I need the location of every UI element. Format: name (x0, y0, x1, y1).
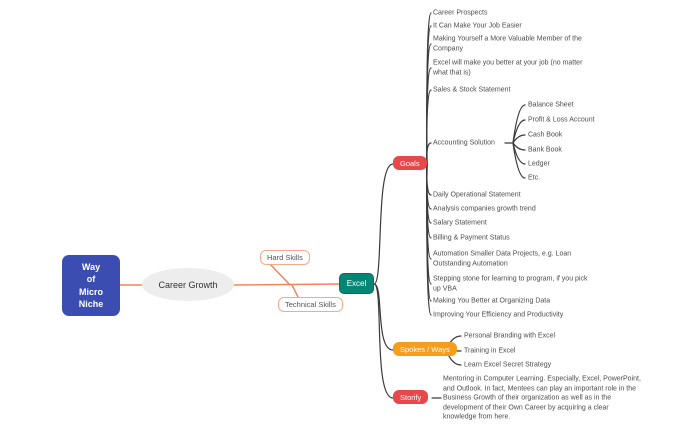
goal-topic[interactable]: Excel will make you better at your job (… (433, 59, 583, 77)
node-goals[interactable]: Goals (393, 156, 427, 170)
accounting-topic[interactable]: Etc. (528, 174, 541, 182)
goal-topic[interactable]: Making You Better at Organizing Data (433, 297, 551, 305)
node-spokes-ways[interactable]: Spokes / Ways (393, 342, 457, 356)
goal-topic[interactable]: Billing & Payment Status (433, 234, 510, 242)
storify-topic[interactable]: Mentoring in Computer Learning. Especial… (443, 375, 641, 421)
goal-topic[interactable]: It Can Make Your Job Easier (433, 22, 522, 30)
accounting-topic[interactable]: Bank Book (528, 146, 562, 154)
root-line: Niche (78, 299, 104, 309)
orange-branches (119, 262, 340, 298)
node-way-of-micro-niche[interactable]: Way of Micro Niche (62, 255, 120, 316)
accounting-topic[interactable]: Cash Book (528, 131, 563, 139)
node-excel[interactable]: Excel (339, 273, 374, 294)
node-hard-skills[interactable]: Hard Skills (260, 250, 310, 265)
node-storify[interactable]: Storify (393, 390, 429, 404)
goal-topic[interactable]: Daily Operational Statement (433, 191, 521, 199)
root-line: Micro (78, 286, 103, 297)
spokes-topic[interactable]: Learn Excel Secret Strategy (464, 361, 552, 369)
accounting-topic[interactable]: Balance Sheet (528, 101, 574, 109)
goal-topic[interactable]: Sales & Stock Statement (433, 86, 511, 94)
node-career-growth[interactable]: Career Growth (142, 268, 234, 301)
spokes-topic[interactable]: Personal Branding with Excel (464, 332, 556, 340)
goal-topic[interactable]: Automation Smaller Data Projects, e.g. L… (433, 250, 572, 268)
goal-topic[interactable]: Salary Statement (433, 219, 487, 227)
root-line: of (86, 274, 96, 284)
goal-topic[interactable]: Career Prospects (433, 9, 488, 17)
accounting-topic[interactable]: Ledger (528, 160, 550, 168)
goal-topic[interactable]: Stepping stone for learning to program, … (433, 275, 588, 293)
spokes-topic[interactable]: Training in Excel (464, 347, 516, 355)
node-technical-skills[interactable]: Technical Skills (278, 297, 343, 312)
dark-branches (373, 12, 526, 399)
goal-topic[interactable]: Making Yourself a More Valuable Member o… (433, 35, 582, 53)
goal-topic-accounting-solution[interactable]: Accounting Solution (433, 139, 495, 147)
goal-topic[interactable]: Analysis companies growth trend (433, 205, 536, 213)
accounting-topic[interactable]: Profit & Loss Account (528, 116, 595, 124)
root-line: Way (81, 261, 101, 272)
goal-topic[interactable]: Improving Your Efficiency and Productivi… (433, 311, 564, 319)
